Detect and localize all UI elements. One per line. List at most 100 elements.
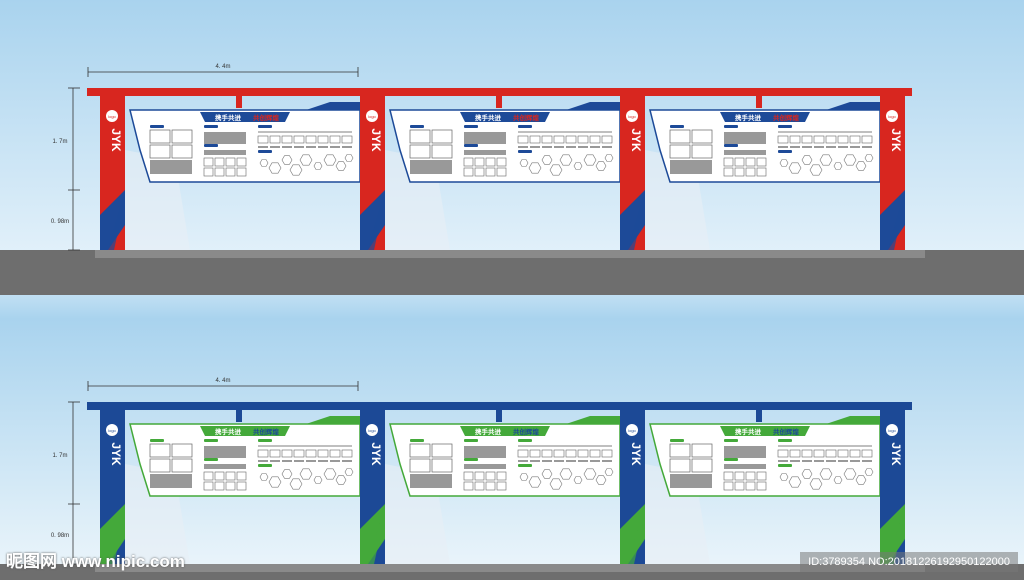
caption	[814, 146, 824, 148]
photo-frame	[329, 449, 341, 458]
hexagon-photo	[788, 476, 802, 488]
text-block	[410, 160, 452, 174]
hexagon-photo	[281, 469, 293, 479]
hexagon-photo	[313, 162, 323, 170]
photo-frame	[317, 449, 329, 458]
photo-frame	[745, 471, 756, 481]
photo-frame	[813, 135, 825, 144]
logo-text: logo	[628, 114, 636, 119]
text-block	[724, 464, 766, 469]
text-block	[410, 474, 452, 488]
text-block	[464, 464, 506, 469]
post-stripe	[628, 190, 645, 250]
post-stripe	[108, 504, 125, 564]
header-title: 携手共进	[215, 427, 242, 436]
photo-frame	[236, 167, 247, 177]
photo-frame	[305, 449, 317, 458]
caption	[318, 146, 328, 148]
board-panel: 携手共进共创辉煌	[645, 410, 881, 564]
header-strip	[460, 426, 550, 436]
section-label-tag	[464, 125, 478, 128]
photo-frame	[734, 471, 745, 481]
caption	[850, 146, 860, 148]
caption	[578, 460, 588, 462]
photo-frame	[745, 167, 756, 177]
hexagon-photo	[541, 469, 553, 479]
caption	[554, 146, 564, 148]
photo-frame	[723, 471, 734, 481]
hexagon-photo	[299, 468, 313, 480]
photo-frame	[589, 449, 601, 458]
section-label-tag	[204, 458, 218, 461]
photo-frame	[474, 481, 485, 491]
photo-frame	[341, 449, 353, 458]
hexagon-photo	[779, 159, 789, 167]
section-label-tag	[464, 439, 478, 442]
section-label-tag	[410, 439, 424, 442]
hexagon-photo	[344, 154, 354, 162]
board-panel: 携手共进共创辉煌	[125, 96, 361, 250]
post-stripe	[628, 504, 645, 564]
caption	[342, 146, 352, 148]
photo-frame	[789, 449, 801, 458]
photo-frame	[225, 481, 236, 491]
photo-frame	[431, 129, 453, 144]
photo-frame	[691, 129, 713, 144]
hexagon-photo	[819, 154, 833, 166]
photo-frame	[463, 471, 474, 481]
hanger	[756, 410, 762, 422]
post-stripe	[368, 190, 385, 250]
brand-text: JYK	[629, 442, 643, 466]
photo-frame	[529, 135, 541, 144]
photo-frame	[801, 449, 813, 458]
caption	[802, 460, 812, 462]
section-label-tag	[150, 439, 164, 442]
hexagon-photo	[323, 468, 337, 480]
header-subtitle: 共创辉煌	[773, 427, 800, 436]
hexagon-photo	[549, 164, 563, 176]
photo-frame	[496, 167, 507, 177]
photo-frame	[734, 157, 745, 167]
photo-frame	[849, 135, 861, 144]
photo-frame	[149, 443, 171, 458]
photo-frame	[691, 458, 713, 473]
section-label-tag	[724, 125, 738, 128]
photo-frame	[463, 167, 474, 177]
brand-text: JYK	[629, 128, 643, 152]
photo-frame	[565, 135, 577, 144]
section-label-tag	[258, 150, 272, 153]
photo-frame	[431, 443, 453, 458]
photo-frame	[734, 481, 745, 491]
hanger	[236, 96, 242, 108]
photo-frame	[431, 458, 453, 473]
text-block	[724, 132, 766, 144]
hexagon-photo	[855, 475, 867, 485]
photo-frame	[837, 135, 849, 144]
header-subtitle: 共创辉煌	[253, 427, 280, 436]
photo-frame	[837, 449, 849, 458]
header-title: 携手共进	[475, 113, 502, 122]
text-block	[204, 464, 246, 469]
caption	[318, 460, 328, 462]
photo-frame	[269, 449, 281, 458]
photo-frame	[431, 144, 453, 159]
caption	[518, 146, 528, 148]
hexagon-photo	[559, 154, 573, 166]
hexagon-photo	[335, 161, 347, 171]
photo-frame	[214, 167, 225, 177]
photo-frame	[214, 157, 225, 167]
hexagon-photo	[595, 475, 607, 485]
caption	[530, 146, 540, 148]
photo-frame	[589, 135, 601, 144]
hexagon-photo	[604, 468, 614, 476]
photo-frame	[496, 157, 507, 167]
photo-frame	[329, 135, 341, 144]
photo-frame	[293, 449, 305, 458]
caption	[330, 146, 340, 148]
photo-frame	[691, 443, 713, 458]
photo-frame	[529, 449, 541, 458]
caption	[282, 146, 292, 148]
photo-frame	[669, 458, 691, 473]
dimension-upper-height-label: 1. 7m	[52, 139, 67, 145]
section-label-tag	[204, 144, 218, 147]
